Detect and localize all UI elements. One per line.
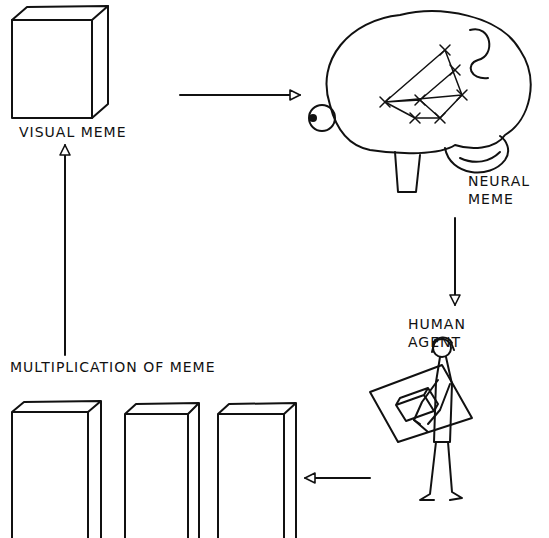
neuron-stars	[380, 45, 467, 123]
brain-outline	[326, 11, 530, 153]
brain-sulcus	[470, 29, 489, 78]
eye	[309, 105, 335, 131]
meme-stage-node: VISUAL MEME	[5, 3, 180, 145]
flow-arrow	[305, 477, 370, 479]
meme-stage-node: NEURAL MEME	[300, 0, 545, 218]
box-front	[12, 20, 92, 118]
pupil	[309, 114, 317, 122]
legs	[420, 442, 462, 500]
copy-box	[12, 401, 101, 538]
human-figure	[370, 337, 472, 500]
brainstem	[395, 152, 420, 192]
sketched-box	[396, 388, 438, 421]
cerebellum-fold	[460, 152, 500, 162]
stage-label: HUMAN AGENT	[408, 315, 488, 351]
arms	[414, 380, 450, 424]
pen	[414, 420, 428, 432]
stage-label: MULTIPLICATION OF MEME	[10, 358, 300, 376]
meme-stage-node: MULTIPLICATION OF MEME	[5, 355, 305, 538]
box-top	[12, 6, 108, 20]
visual-meme-box	[12, 6, 108, 118]
flow-arrow	[180, 94, 300, 96]
stage-label: VISUAL MEME	[19, 123, 174, 141]
stage-label: NEURAL MEME	[468, 172, 543, 208]
box-side	[92, 6, 108, 118]
brain-illustration	[309, 11, 531, 192]
cerebellum	[445, 136, 508, 173]
neural-network	[385, 50, 462, 118]
flow-arrow	[64, 145, 66, 355]
meme-copies	[12, 401, 296, 538]
flow-arrow	[454, 218, 456, 305]
copy-box	[218, 403, 296, 538]
drawing-sheet	[370, 365, 472, 442]
copy-box	[125, 403, 199, 538]
meme-stage-node: HUMAN AGENT	[370, 305, 545, 510]
